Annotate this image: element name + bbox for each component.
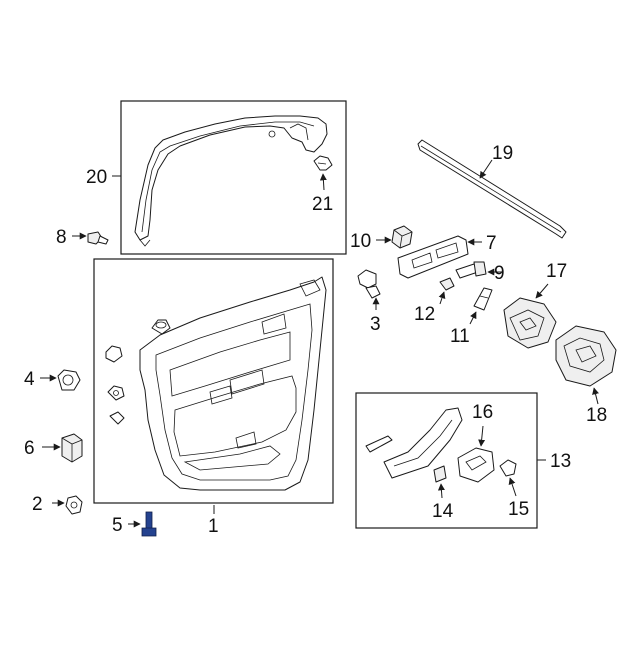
clip-part-21: [313, 155, 333, 171]
group-box-molding: [120, 100, 347, 255]
callout-19: 19: [492, 143, 513, 164]
callout-3: 3: [370, 314, 381, 335]
panel-clip-left-lower: [109, 411, 125, 425]
screw-part-3: [357, 269, 381, 299]
plug-part-11: [473, 287, 493, 311]
leader-17: [535, 283, 549, 299]
panel-nut-left: [107, 385, 125, 401]
callout-18: 18: [586, 405, 607, 426]
door-trim-panel-part-1: [139, 276, 327, 491]
switch-housing-part-18: [555, 325, 617, 387]
retainer-part-4: [57, 369, 81, 391]
bolt-part-5-highlighted: [141, 511, 157, 537]
callout-16: 16: [472, 402, 493, 423]
callout-2: 2: [32, 494, 43, 515]
screw-part-8: [87, 231, 109, 245]
switch-part-16: [457, 447, 495, 483]
callout-8: 8: [56, 227, 67, 248]
callout-1: 1: [208, 516, 219, 537]
callout-12: 12: [414, 304, 435, 325]
leader-19: [479, 159, 493, 179]
grommet-part-2: [65, 495, 83, 515]
leader-12: [438, 291, 446, 305]
callout-14: 14: [432, 501, 454, 522]
callout-17: 17: [546, 261, 567, 282]
leader-11: [469, 311, 477, 325]
callout-4: 4: [24, 369, 35, 390]
screw-part-15: [499, 459, 517, 477]
callout-6: 6: [24, 438, 35, 459]
switch-module-part-17: [503, 297, 557, 349]
callout-15: 15: [508, 499, 529, 520]
screw-part-9: [455, 261, 487, 279]
callout-21: 21: [312, 194, 333, 215]
molding-part-20: [134, 115, 328, 247]
bracket-part-6: [61, 433, 83, 463]
pull-handle-bezel: [383, 407, 463, 479]
leader-14: [437, 483, 445, 499]
callout-7: 7: [486, 233, 497, 254]
switch-bezel-part-7: [397, 235, 469, 279]
small-clip-part-14: [433, 465, 447, 483]
leader-21: [319, 173, 327, 191]
callout-13: 13: [550, 451, 571, 472]
group-box-trim-panel: [93, 258, 334, 504]
leader-18: [592, 387, 599, 405]
leader-16: [478, 425, 486, 447]
panel-clip-left-upper: [105, 345, 123, 363]
callout-10: 10: [350, 231, 371, 252]
panel-clip-top: [151, 319, 171, 335]
belt-molding-part-19: [417, 139, 567, 239]
trim-clip-bar: [365, 435, 393, 453]
leader-15: [508, 477, 517, 497]
callout-11: 11: [450, 326, 470, 347]
callout-20: 20: [86, 167, 107, 188]
clip-part-12: [439, 277, 455, 291]
cap-part-10: [391, 225, 413, 249]
callout-9: 9: [494, 263, 505, 284]
callout-5: 5: [112, 515, 123, 536]
